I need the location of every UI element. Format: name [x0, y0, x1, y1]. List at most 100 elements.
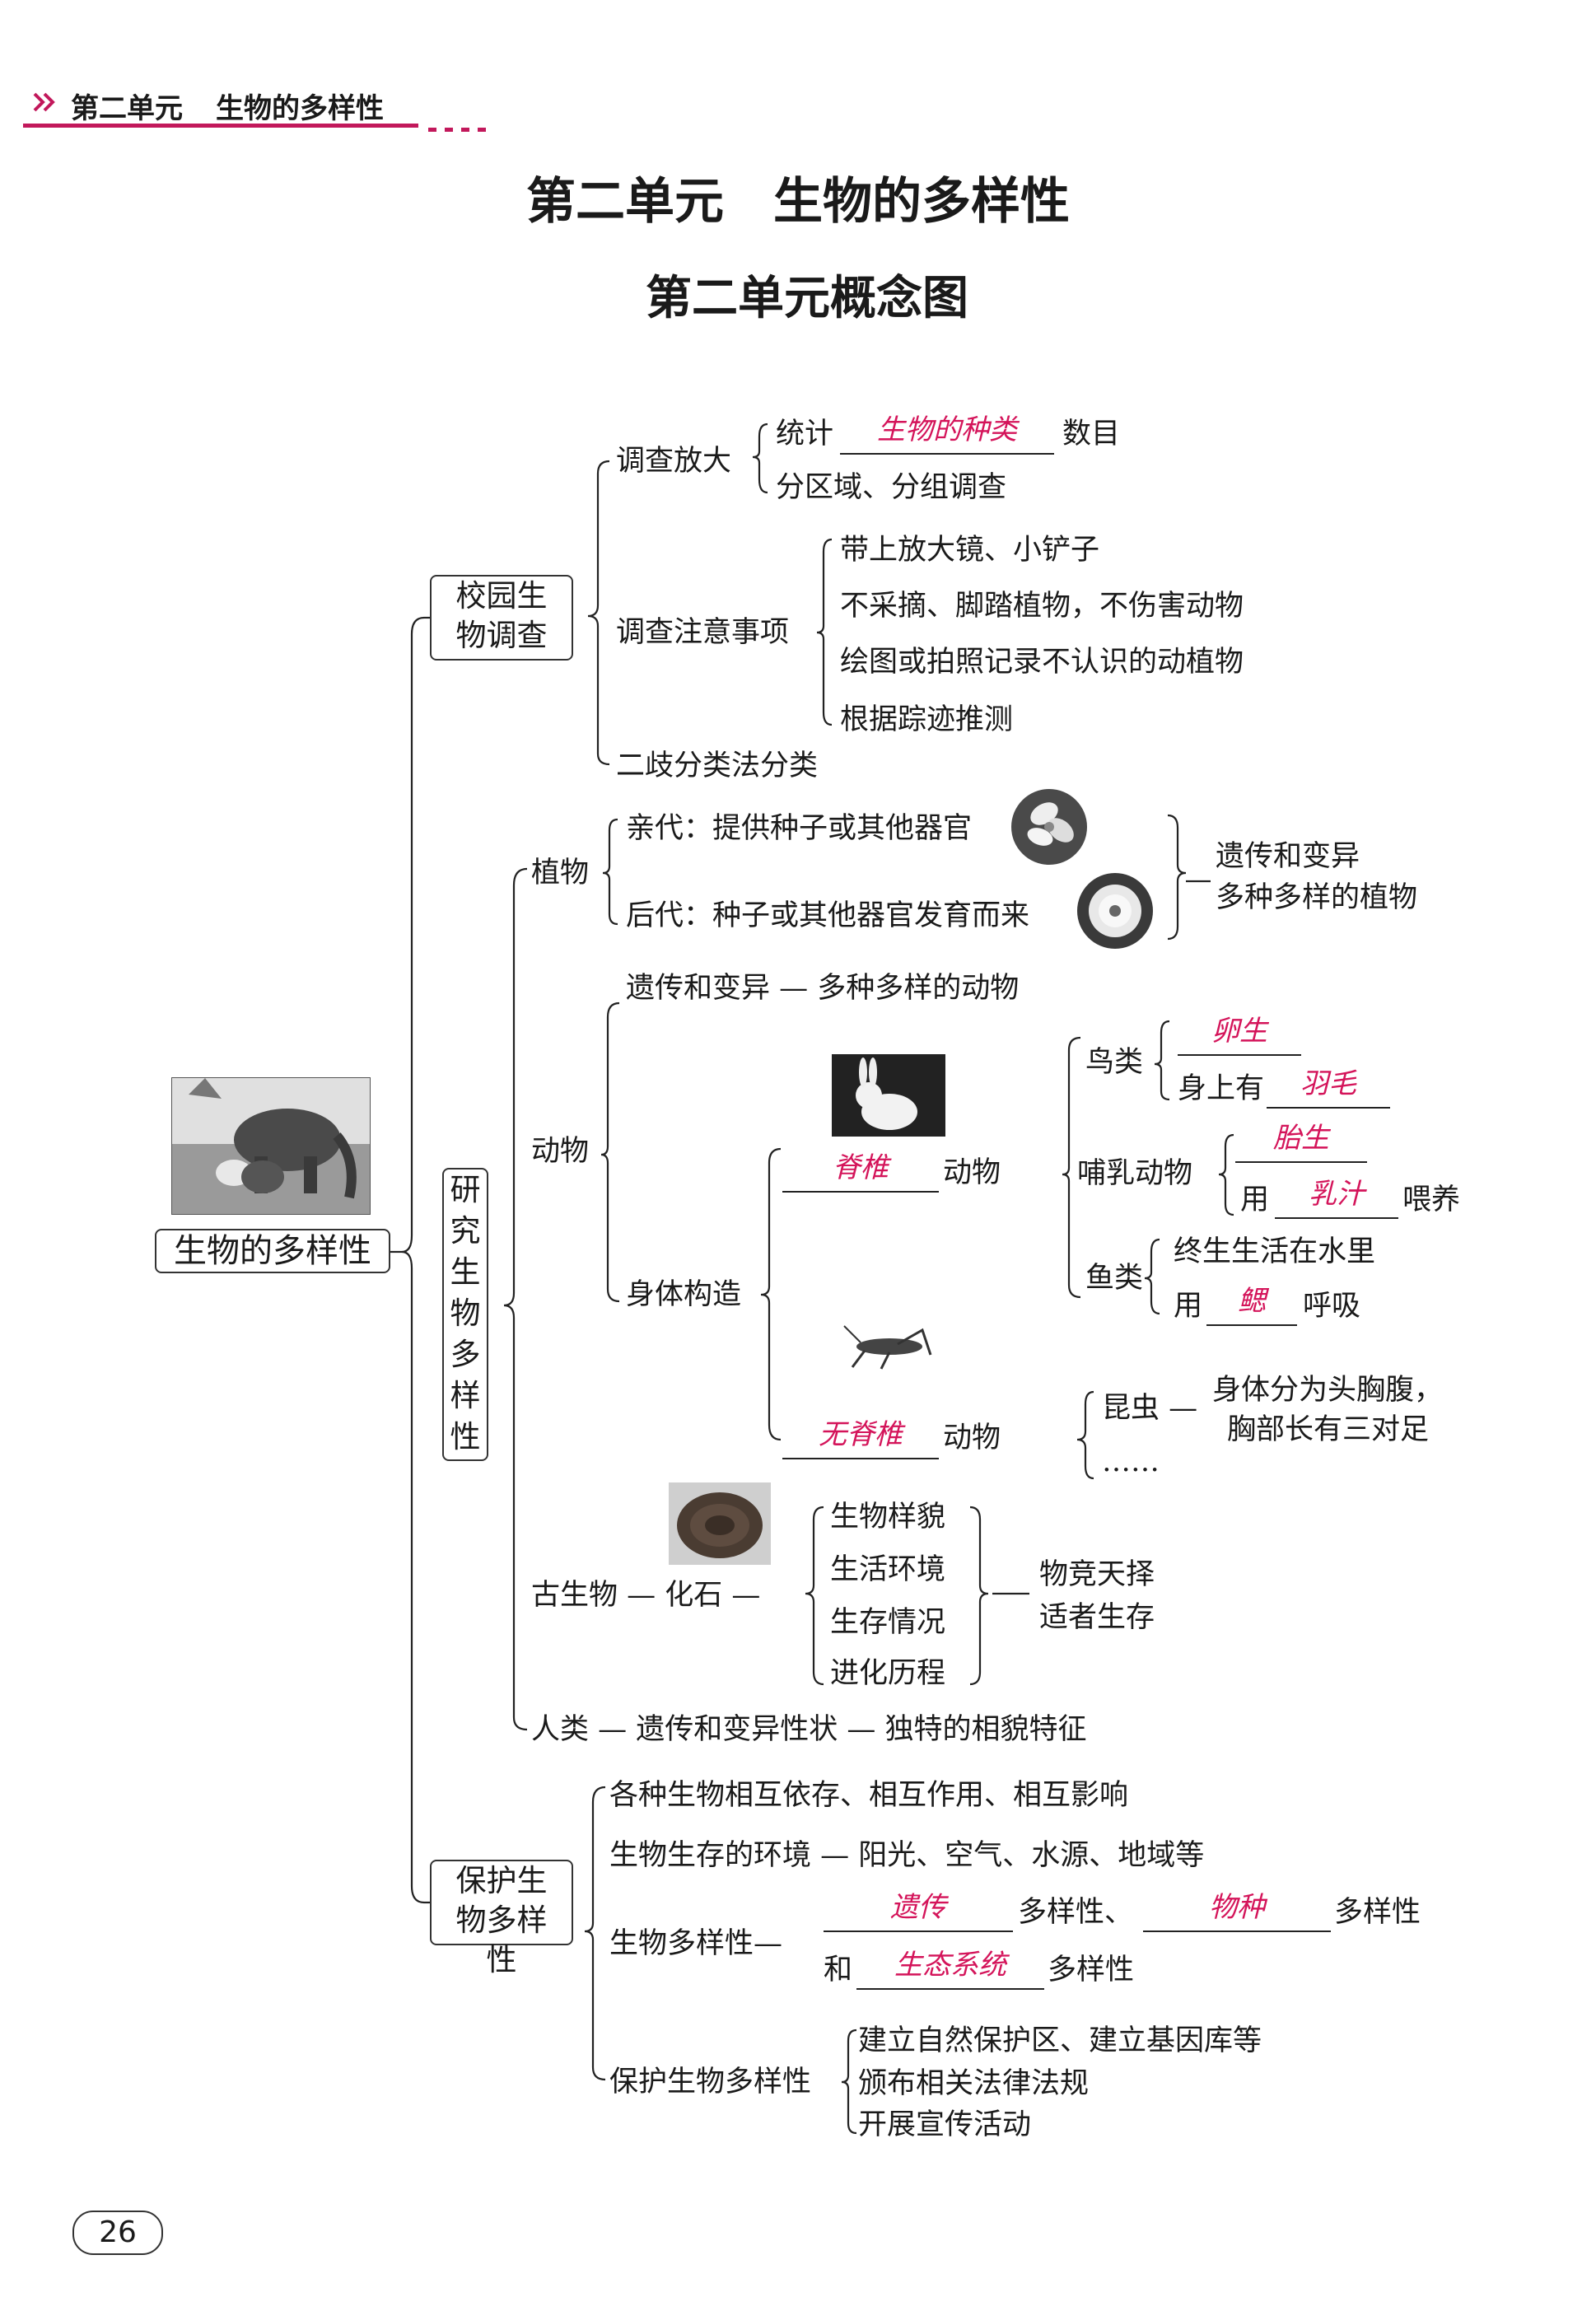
- mammals-label: 哺乳动物: [1077, 1157, 1192, 1190]
- plants-parent: 亲代：提供种子或其他器官: [626, 812, 972, 845]
- plants-result-2: 多种多样的植物: [1216, 881, 1417, 914]
- survey-node-label: 校园生物调查: [444, 577, 559, 656]
- answer-genetic-line: 遗传: [824, 1891, 1013, 1932]
- flower-photo-offspring: [1077, 873, 1153, 949]
- invertebrate-answer-line: 无脊椎: [782, 1418, 939, 1459]
- mammals-answer1-line: 胎生: [1235, 1122, 1367, 1163]
- diversity-word-1: 多样性、: [1018, 1896, 1133, 1929]
- research-brace: [504, 869, 527, 1730]
- ancient-item-4: 进化历程: [830, 1657, 945, 1690]
- birds-answer2: 羽毛: [1300, 1067, 1356, 1100]
- protect-node-label: 保护生物多样性: [444, 1861, 559, 1980]
- root-brace: [402, 618, 424, 1902]
- measures-item-1: 建立自然保护区、建立基因库等: [858, 2024, 1262, 2057]
- ancient-item-1: 生物样貌: [830, 1501, 945, 1534]
- fossil-result-brace: [970, 1507, 988, 1684]
- notes-item-2: 不采摘、脚踏植物，不伤害动物: [840, 590, 1244, 623]
- and-word: 和: [824, 1954, 852, 1987]
- plants-result-1: 遗传和变异: [1216, 840, 1360, 873]
- notes-brace: [817, 539, 832, 725]
- grasshopper-icon: [840, 1318, 939, 1379]
- answer-genetic: 遗传: [890, 1891, 946, 1924]
- notes-item-4: 根据踪迹推测: [840, 703, 1013, 736]
- root-node: 生物的多样性: [155, 1229, 390, 1273]
- plants-result-brace: [1168, 815, 1186, 939]
- plants-brace: [603, 819, 618, 924]
- research-node: 研究生物多样性: [442, 1168, 488, 1461]
- ancient-label: 古生物 — 化石 —: [531, 1579, 760, 1612]
- expand-label: 调查放大: [616, 445, 731, 478]
- birds-answer2-line: 羽毛: [1267, 1067, 1390, 1109]
- diversity-label: 生物多样性—: [609, 1927, 782, 1960]
- elephant-photo: [171, 1077, 371, 1215]
- fossil-brace: [805, 1507, 824, 1684]
- notes-item-3: 绘图或拍照记录不认识的动植物: [840, 646, 1244, 679]
- measures-brace: [842, 2030, 856, 2133]
- birds-brace: [1155, 1021, 1169, 1099]
- region-text: 分区域、分组调查: [776, 471, 1006, 504]
- birds-answer1: 卵生: [1211, 1015, 1267, 1048]
- insects-label: 昆虫 —: [1102, 1392, 1197, 1425]
- answer-eco: 生态系统: [894, 1949, 1006, 1982]
- invertebrate-answer: 无脊椎: [819, 1418, 903, 1451]
- birds-feather-prefix: 身上有: [1178, 1072, 1264, 1105]
- measures-item-3: 开展宣传活动: [858, 2108, 1031, 2141]
- fossil-photo: [669, 1482, 771, 1565]
- mammals-use-prefix: 用: [1240, 1184, 1269, 1216]
- expand-brace: [753, 424, 768, 493]
- answer-species: 物种: [1209, 1891, 1265, 1924]
- count-suffix: 数目: [1062, 418, 1120, 451]
- fish-suffix: 呼吸: [1303, 1290, 1360, 1323]
- survey-brace: [588, 461, 609, 764]
- count-prefix: 统计: [776, 418, 833, 451]
- protect-environment: 生物生存的环境 — 阳光、空气、水源、地域等: [609, 1839, 1204, 1872]
- protect-node: 保护生物多样性: [430, 1860, 573, 1945]
- mammals-answer2-line: 乳汁: [1275, 1178, 1398, 1219]
- insects-desc-2: 胸部长有三对足: [1227, 1413, 1429, 1446]
- measures-label: 保护生物多样性: [609, 2066, 811, 2099]
- fish-answer-line: 鳃: [1206, 1285, 1297, 1326]
- flower-photo-parent: [1011, 789, 1087, 865]
- ancient-item-3: 生存情况: [830, 1606, 945, 1639]
- mammals-suffix: 喂养: [1402, 1184, 1460, 1216]
- count-answer: 生物的种类: [877, 413, 1017, 446]
- animals-brace: [601, 1003, 619, 1301]
- diversity-word-2: 多样性: [1334, 1896, 1421, 1929]
- vertebrate-animal-word: 动物: [943, 1156, 1001, 1189]
- body-brace: [761, 1149, 781, 1440]
- birds-answer1-line: 卵生: [1178, 1015, 1301, 1056]
- human-text: 人类 — 遗传和变异性状 — 独特的相貌特征: [531, 1713, 1087, 1746]
- page-number: 26: [72, 2211, 163, 2255]
- notes-item-1: 带上放大镜、小铲子: [840, 534, 1099, 567]
- insects-desc-1: 身体分为头胸腹，: [1212, 1374, 1443, 1407]
- page-number-text: 26: [99, 2215, 137, 2249]
- invertebrate-animal-word: 动物: [943, 1422, 1001, 1454]
- fish-line1: 终生生活在水里: [1174, 1235, 1375, 1268]
- answer-species-line: 物种: [1143, 1891, 1331, 1932]
- dichotomous-text: 二歧分类法分类: [616, 749, 818, 782]
- insects-more: ……: [1102, 1445, 1160, 1478]
- mammals-answer1: 胎生: [1273, 1122, 1329, 1155]
- diversity-word-3: 多样性: [1048, 1954, 1134, 1987]
- research-node-label: 研究生物多样性: [449, 1170, 482, 1458]
- plants-label: 植物: [531, 857, 589, 889]
- birds-label: 鸟类: [1085, 1046, 1143, 1079]
- survey-node: 校园生物调查: [430, 575, 573, 661]
- fish-label: 鱼类: [1085, 1262, 1143, 1295]
- ancient-result-1: 物竞天择: [1039, 1558, 1155, 1591]
- mammals-answer2: 乳汁: [1309, 1178, 1365, 1211]
- plants-offspring: 后代：种子或其他器官发育而来: [626, 899, 1029, 932]
- measures-item-2: 颁布相关法律法规: [858, 2067, 1089, 2100]
- fish-answer: 鳃: [1238, 1285, 1266, 1318]
- answer-eco-line: 生态系统: [856, 1949, 1044, 1990]
- mammals-brace: [1219, 1135, 1234, 1215]
- body-label: 身体构造: [626, 1278, 741, 1311]
- ancient-result-2: 适者生存: [1039, 1601, 1155, 1634]
- rabbit-photo: [832, 1054, 945, 1137]
- invertebrate-brace: [1077, 1392, 1094, 1478]
- ancient-item-2: 生活环境: [830, 1553, 945, 1586]
- fish-use-prefix: 用: [1174, 1290, 1202, 1323]
- animals-label: 动物: [531, 1135, 589, 1168]
- vertebrate-answer: 脊椎: [833, 1151, 889, 1184]
- fish-brace: [1145, 1240, 1160, 1314]
